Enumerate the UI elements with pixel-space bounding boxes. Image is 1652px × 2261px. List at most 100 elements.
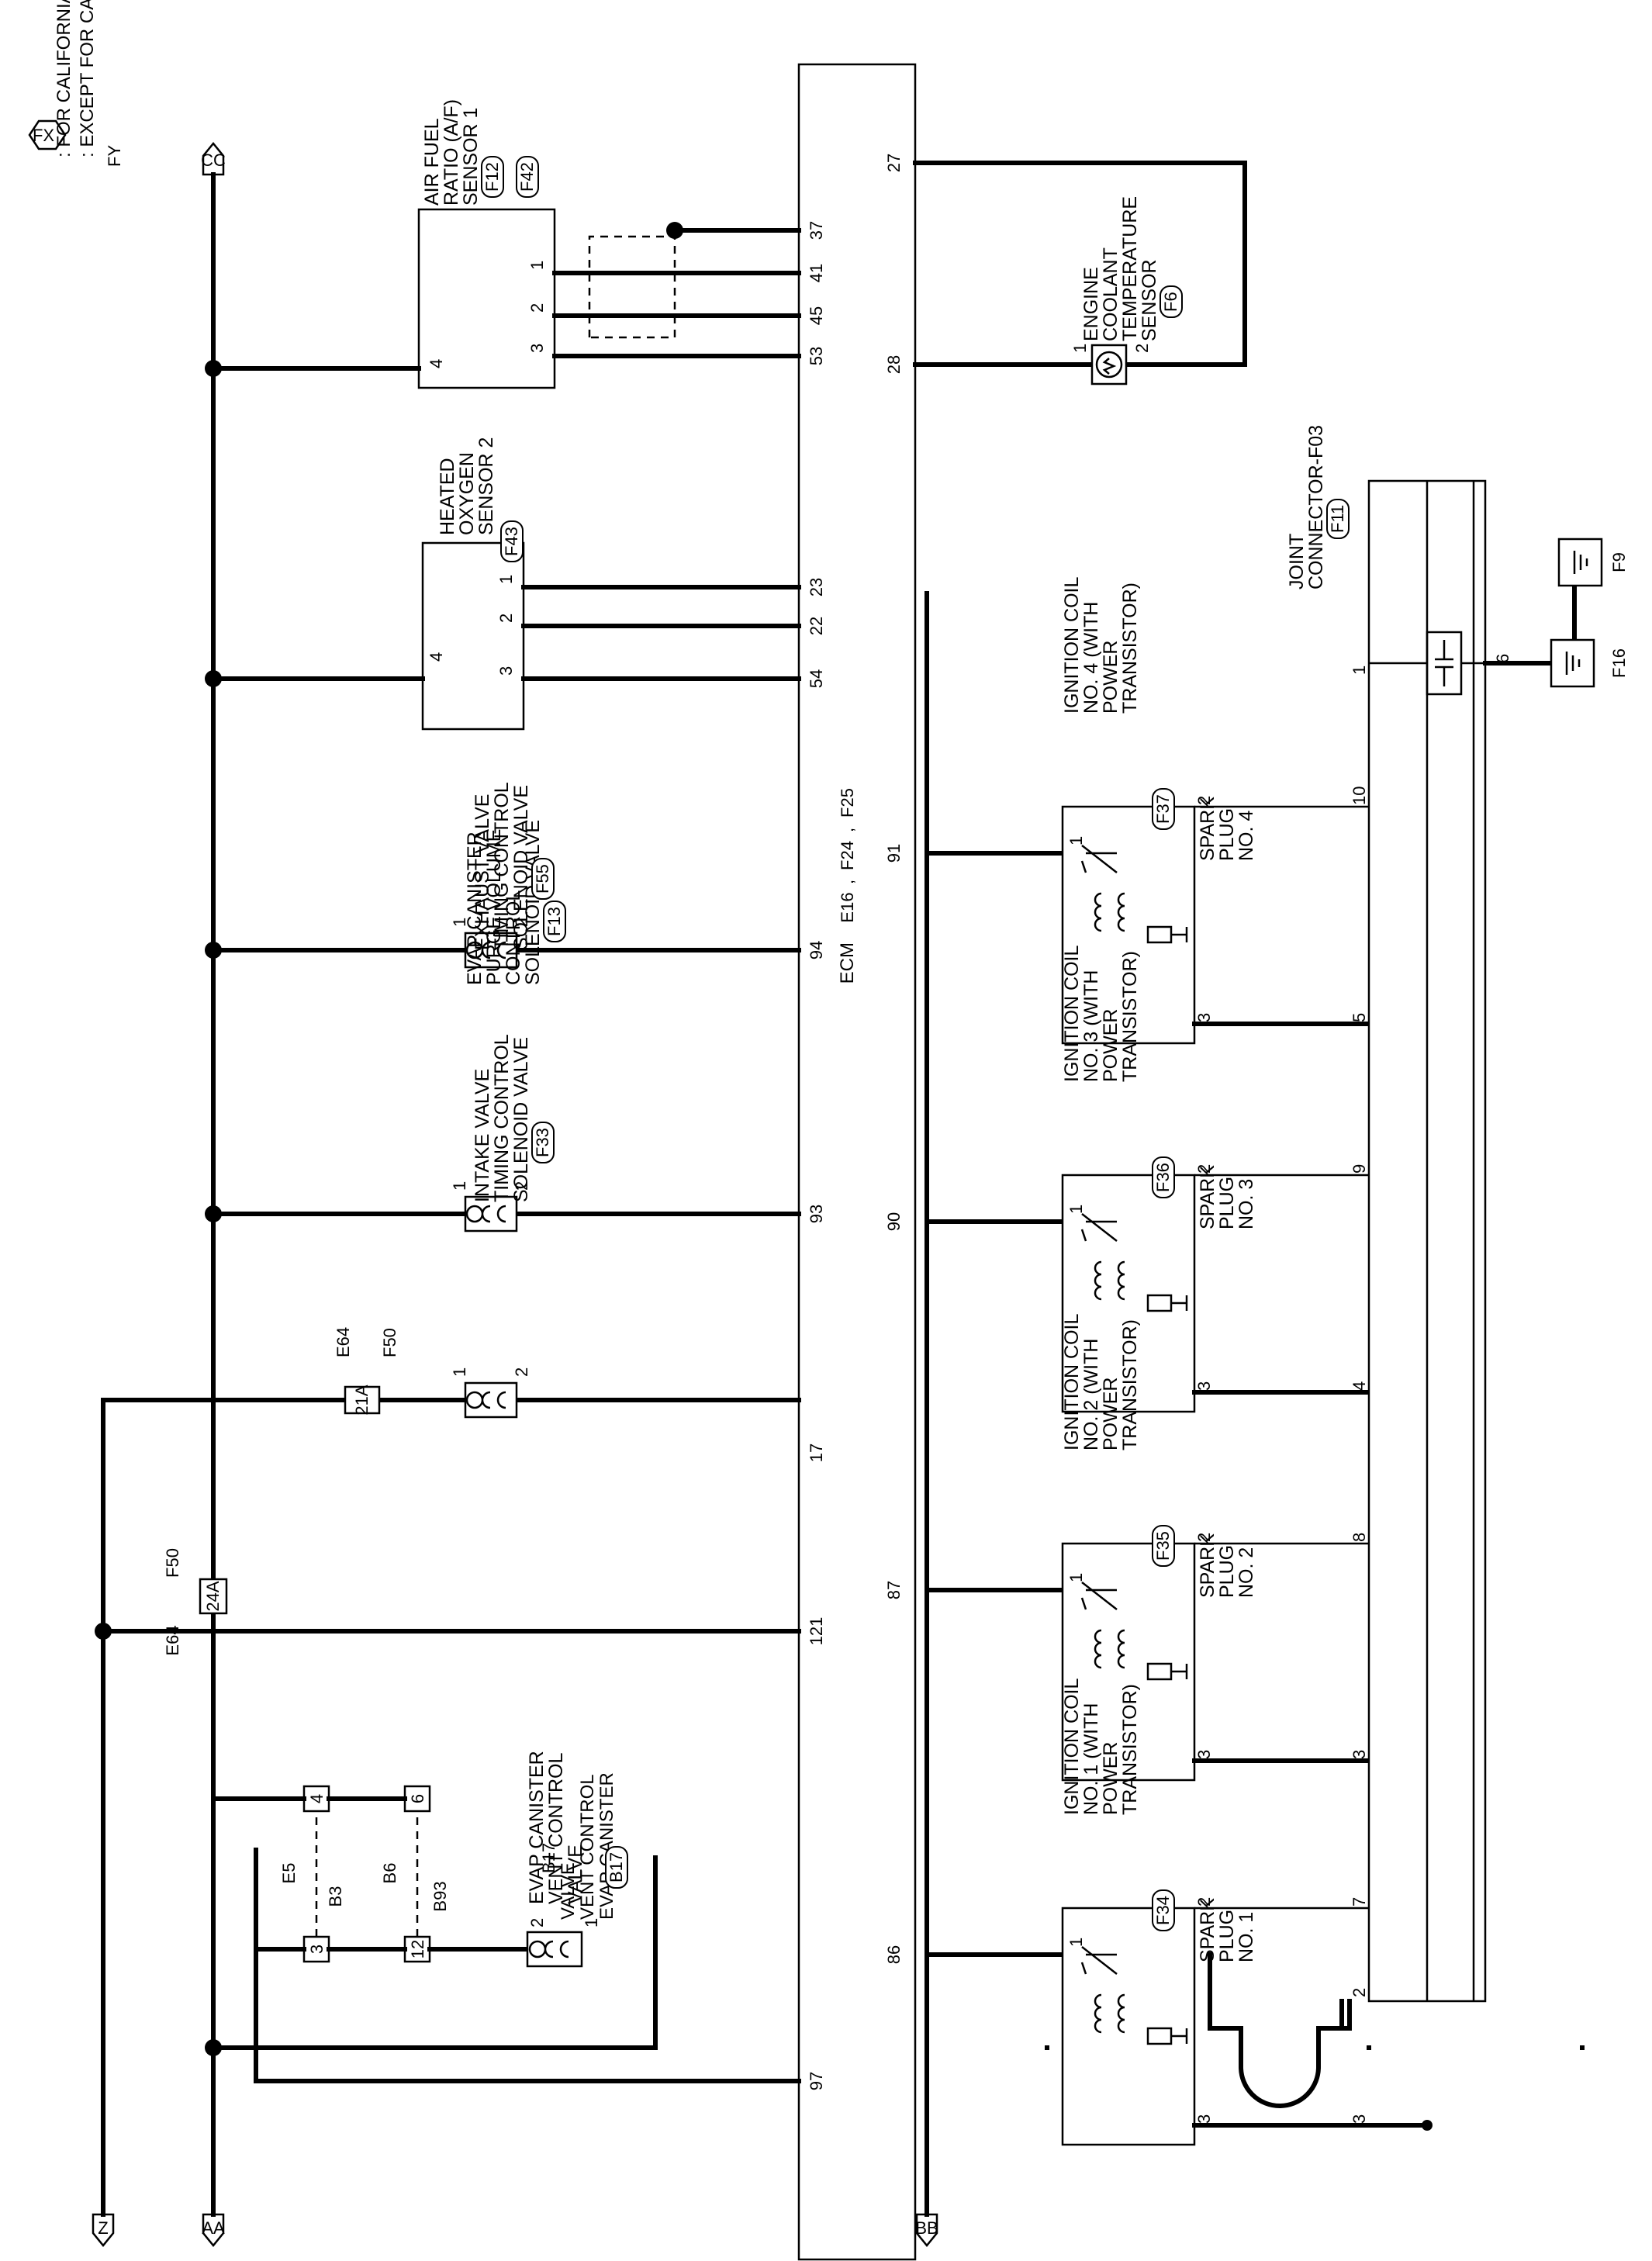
solenoid-coil-icon — [465, 1205, 506, 1223]
ecm-pin-45: 45 — [807, 306, 826, 325]
exhaust-valve-pin-2: 2 — [512, 918, 531, 927]
jc-conn-b93: B93 — [430, 1881, 450, 1911]
jc-f03-pin-6: 6 — [1493, 654, 1512, 663]
exhaust-valve-box — [464, 932, 518, 969]
wire-121-17: 21A E64 F50 1 2 EVAP CANISTER — [95, 1327, 801, 1640]
jc-pin-6: 6 — [408, 1794, 427, 1803]
intake-valve-connector: F33 — [531, 1122, 555, 1163]
ect-sensor-name-line: TEMPERATURE — [1119, 195, 1141, 341]
ground-f9-label: F9 — [1609, 552, 1629, 572]
jc-f03-pin: 10 — [1350, 787, 1369, 805]
ho2s2-pin-4: 4 — [427, 652, 446, 662]
jc-f03-pin: 7 — [1350, 1897, 1369, 1907]
spark-plug-name-3-line: NO. 3 — [1236, 1178, 1257, 1229]
legend-fx-code: FX — [33, 126, 54, 145]
jc-f03-pin: 9 — [1350, 1164, 1369, 1174]
ect-sensor-connector: F6 — [1160, 285, 1183, 318]
spark-plug-name-4-line: PLUG — [1216, 807, 1238, 861]
jc-f03-pin: 3 — [1350, 1750, 1369, 1759]
jc-pin-12: 12 — [408, 1940, 427, 1958]
off-page-z — [92, 2213, 115, 2247]
spark-plug-name-3-line: SPARK — [1197, 1165, 1218, 1229]
ignition-coil-name-1-line: TRANSISTOR) — [1119, 1684, 1141, 1815]
jc-conn-e5: E5 — [279, 1863, 299, 1884]
coil-pin-3: 3 — [1194, 1381, 1214, 1391]
spark-plug-name-2-line: PLUG — [1216, 1544, 1238, 1598]
vtc-valves: 1 2 1 2 — [205, 918, 1049, 2050]
ho2s2-name-line: SENSOR 2 — [475, 437, 497, 535]
ect-sensor-name-line: SENSOR — [1139, 259, 1160, 341]
ho2s2-pin-3: 3 — [496, 666, 516, 676]
ecm-pin-37: 37 — [807, 221, 826, 240]
ect-sensor: 1 2 — [913, 161, 1247, 385]
jc-f03-pin: 5 — [1350, 1013, 1369, 1022]
af-pin-4: 4 — [427, 359, 446, 368]
ecm-pin-17: 17 — [807, 1443, 826, 1462]
ignition-coil-connector-4: F37 — [1152, 788, 1175, 830]
ignition-coil-connector-1: F34 — [1152, 1889, 1175, 1931]
coil-pin-1: 1 — [1066, 1205, 1086, 1214]
joint-24a: 24A E64 F50 — [163, 1548, 228, 1656]
joint-21a-label: 21A — [352, 1385, 372, 1415]
evap-vent-name-line: VALVE — [565, 1844, 586, 1904]
ho2s2-pin-1: 1 — [496, 575, 516, 584]
evap-purge-box — [464, 1381, 518, 1419]
ignition-coil-connector-3: F36 — [1152, 1156, 1175, 1198]
jc-pin-3: 3 — [307, 1945, 327, 1954]
ignition-coil-name-1-line: POWER — [1100, 1741, 1121, 1815]
ecm-pin-94: 94 — [807, 941, 826, 959]
jc-conn-b6: B6 — [380, 1863, 399, 1884]
evap-vent-pin-1: 1 — [582, 1918, 601, 1927]
coil-pin-2: 2 — [1194, 1164, 1214, 1174]
joint-24a-label: 24A — [203, 1581, 223, 1611]
spark-plug-name-4-line: SPARK — [1197, 797, 1218, 861]
ecm-block: ECM E16 , F24 , F25 — [797, 63, 917, 2261]
spark-plug-name-1-line: PLUG — [1216, 1909, 1238, 1962]
coil-winding-icon — [1094, 1993, 1125, 2034]
evap-vent-name-3: VALVE — [558, 1862, 579, 1920]
legend-fy-text: : EXCEPT FOR CALIFORNIA — [77, 0, 98, 157]
evap-vent-name-line: EVAP CANISTER — [526, 1751, 548, 1904]
af-sensor: 4 3 2 1 — [205, 208, 801, 389]
ecm-pin-93: 93 — [807, 1205, 826, 1223]
joint-connector-name-line: JOINT — [1286, 533, 1308, 589]
joint-connector-connector: F11 — [1326, 498, 1350, 539]
ecm-pin-23: 23 — [807, 578, 826, 596]
evap-vent-name-2: VENT CONTROL — [577, 1774, 598, 1920]
grounds: F16 F9 — [1483, 538, 1629, 688]
evap-purge-pin-2: 2 — [512, 1367, 531, 1377]
off-page-z-label: Z — [98, 2218, 108, 2238]
ignition-coil-connector-2: F35 — [1152, 1525, 1175, 1567]
ecm-pin-27: 27 — [884, 154, 904, 172]
coil-winding-icon — [1094, 1260, 1125, 1301]
ecm-pin-121: 121 — [807, 1617, 826, 1646]
joint-24a-box — [199, 1578, 228, 1615]
ect-sensor-name-line: ENGINE — [1080, 267, 1102, 341]
legend: FX : FOR CALIFORNIA : EXCEPT FOR CALIFOR… — [28, 0, 124, 167]
ignition-coil-name-1-line: IGNITION COIL — [1061, 1678, 1083, 1815]
ecm-pin-28: 28 — [884, 355, 904, 374]
spark-plug-name-2-line: NO. 2 — [1236, 1547, 1257, 1598]
ecm-pin-91: 91 — [884, 844, 904, 863]
evap-vent-connector: B17 — [539, 1843, 558, 1873]
intake-valve-box — [464, 1195, 518, 1232]
evap-vent-circuit: 4 6 3 12 E5 B3 B6 B93 — [205, 1772, 801, 2083]
ignition-coil-name-1-line: NO. 1 (WITH — [1080, 1703, 1102, 1815]
ignition-coil-name-3-line: POWER — [1100, 1008, 1121, 1082]
exhaust-valve-name-line: EXHAUST VALVE — [472, 793, 493, 950]
ignition-coil-name-3-line: TRANSISTOR) — [1119, 951, 1141, 1082]
ignition-coil-name-4-line: IGNITION COIL — [1061, 576, 1083, 714]
ignition-coil-name-4-line: POWER — [1100, 640, 1121, 714]
ecm-pin-53: 53 — [807, 347, 826, 365]
off-page-markers: CC AA Z BB — [92, 142, 938, 2247]
ignition-coil-name-4-line: NO. 4 (WITH — [1080, 601, 1102, 714]
legend-fy-code: FY — [105, 145, 124, 167]
jc-pin-4: 4 — [307, 1794, 327, 1803]
